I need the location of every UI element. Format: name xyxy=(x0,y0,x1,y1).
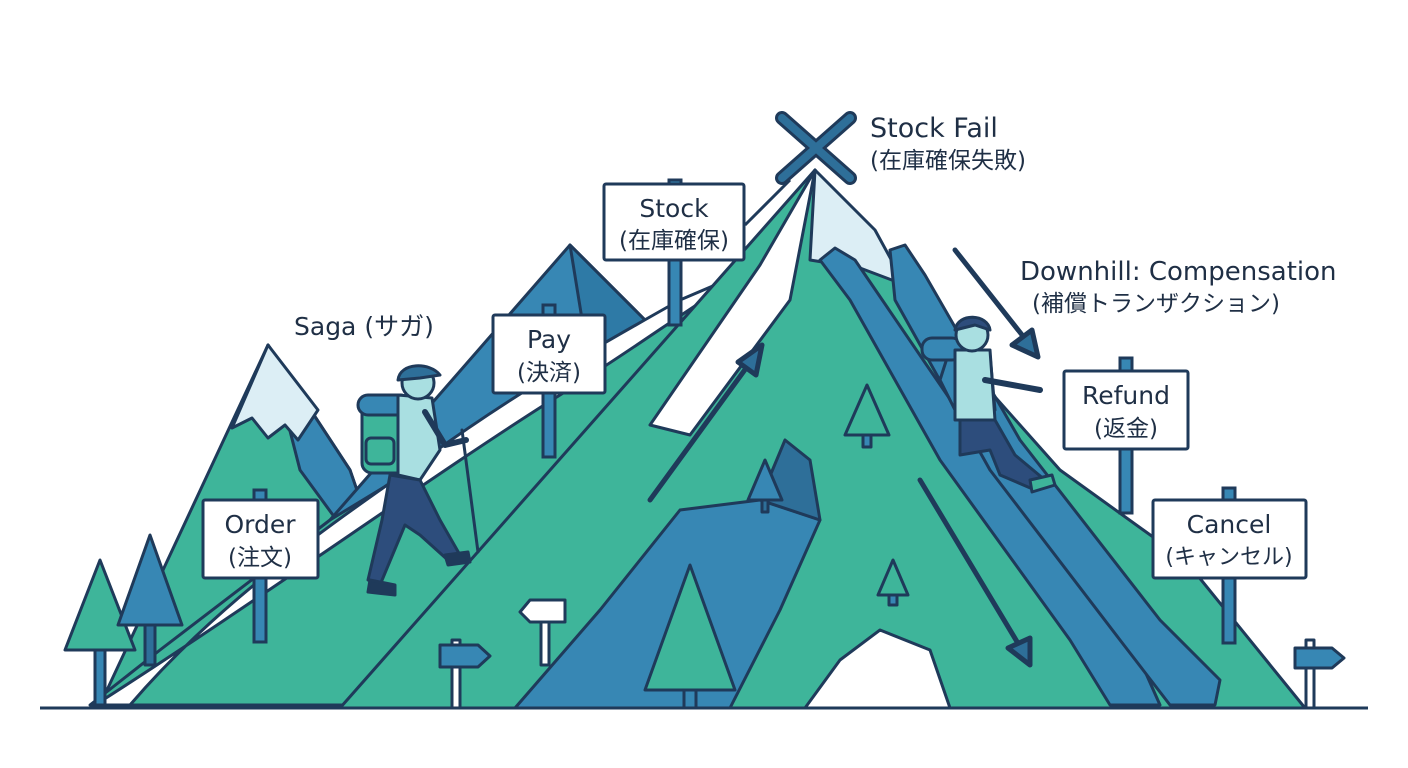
snow-cap-left xyxy=(230,343,320,442)
downhill-ja-label: (補償トランザクション) xyxy=(1032,291,1280,317)
sign-pay-ja: (決済) xyxy=(517,360,581,386)
stock-fail-ja-label: (在庫確保失敗) xyxy=(870,148,1026,174)
sign-refund: Refund (返金) xyxy=(1062,356,1190,515)
sign-cancel-ja: (キャンセル) xyxy=(1165,545,1292,570)
sign-cancel-en: Cancel xyxy=(1187,510,1272,539)
tree-icon xyxy=(746,458,784,514)
sign-refund-ja: (返金) xyxy=(1094,416,1158,442)
direction-sign-icon xyxy=(518,598,567,667)
sign-stock-ja: (在庫確保) xyxy=(619,228,729,254)
x-mark-icon xyxy=(775,111,857,185)
hiker-sliding-icon xyxy=(920,315,1057,494)
sign-stock-en: Stock xyxy=(639,194,709,223)
sign-pay-en: Pay xyxy=(527,325,571,354)
stock-fail-label: Stock Fail xyxy=(870,113,998,144)
sign-refund-en: Refund xyxy=(1082,381,1170,410)
direction-sign-icon xyxy=(438,638,492,710)
sign-order-en: Order xyxy=(224,510,296,539)
sign-cancel: Cancel (キャンセル) xyxy=(1151,486,1308,645)
saga-label: Saga (サガ) xyxy=(294,312,434,341)
sign-stock: Stock (在庫確保) xyxy=(602,178,746,327)
peak-left-face xyxy=(648,168,817,437)
sign-pay: Pay (決済) xyxy=(491,303,607,459)
tree-icon xyxy=(643,563,737,710)
tree-icon xyxy=(843,383,891,449)
compensation-slide xyxy=(818,246,1162,707)
direction-sign-icon xyxy=(1293,638,1346,710)
tree-icon xyxy=(116,533,184,667)
sign-order: Order (注文) xyxy=(201,488,320,644)
hiker-climbing-icon xyxy=(356,364,480,597)
arrow-up-icon xyxy=(647,342,765,503)
tree-icon xyxy=(63,558,137,707)
downhill-label: Downhill: Compensation xyxy=(1020,257,1337,287)
arrow-down-icon xyxy=(952,247,1041,360)
sign-order-ja: (注文) xyxy=(228,545,292,571)
arrow-down-icon xyxy=(917,477,1033,668)
tree-icon xyxy=(876,558,910,607)
